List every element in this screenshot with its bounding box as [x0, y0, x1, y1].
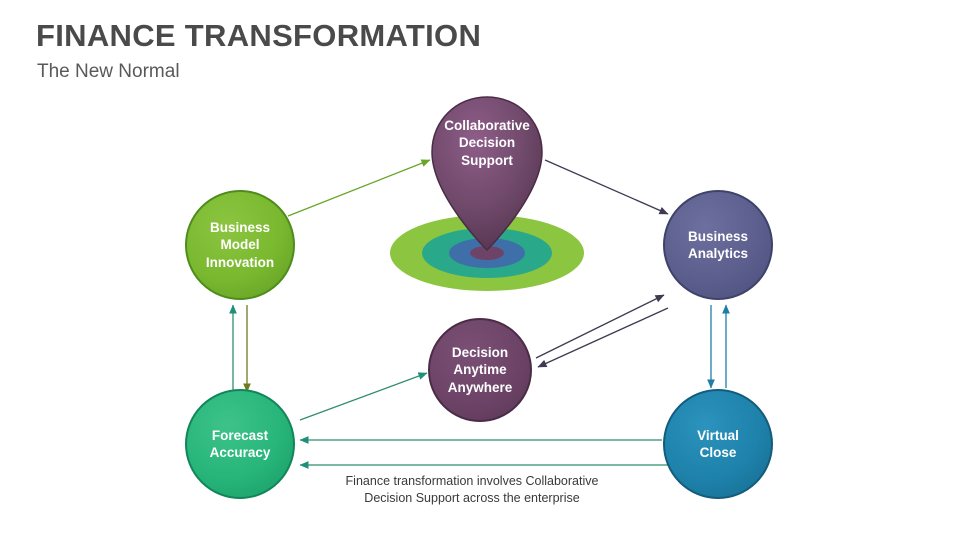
daa-line3: Anywhere [447, 379, 513, 395]
bmi-line2: Model [220, 237, 260, 253]
bmi-line1: Business [209, 220, 271, 236]
node-business-analytics[interactable]: Business Analytics [663, 190, 773, 300]
virtual-close-label: Virtual Close [691, 427, 745, 462]
connectors [229, 159, 730, 469]
collaborative-line3: Support [461, 152, 513, 168]
caption-line1: Finance transformation involves Collabor… [345, 474, 599, 488]
node-forecast-accuracy[interactable]: Forecast Accuracy [185, 389, 295, 499]
business-model-innovation-label: Business Model Innovation [200, 219, 280, 271]
bmi-line3: Innovation [205, 254, 275, 270]
collaborative-line1: Collaborative [444, 118, 530, 133]
daa-line1: Decision [451, 345, 509, 361]
forecast-accuracy-label: Forecast Accuracy [204, 427, 277, 462]
node-decision-anytime-anywhere[interactable]: Decision Anytime Anywhere [428, 318, 532, 422]
node-virtual-close[interactable]: Virtual Close [663, 389, 773, 499]
page-title: FINANCE TRANSFORMATION [36, 18, 482, 53]
vc-line2: Close [699, 445, 737, 460]
business-analytics-label: Business Analytics [682, 228, 754, 263]
daa-line2: Anytime [453, 362, 507, 378]
ba-line1: Business [687, 228, 749, 244]
node-business-model-innovation[interactable]: Business Model Innovation [185, 190, 295, 300]
page-subtitle: The New Normal [37, 61, 180, 82]
node-collaborative-decision-support-label: Collaborative Decision Support [431, 117, 543, 169]
ba-line2: Analytics [687, 246, 749, 261]
target-graphic [390, 215, 584, 291]
fa-line2: Accuracy [209, 445, 271, 460]
collaborative-line2: Decision [458, 135, 516, 151]
map-pin-shape [431, 96, 543, 252]
fa-line1: Forecast [211, 427, 269, 443]
caption-line2: Decision Support across the enterprise [364, 490, 580, 505]
decision-anytime-anywhere-label: Decision Anytime Anywhere [442, 344, 519, 396]
diagram-caption: Finance transformation involves Collabor… [300, 473, 644, 507]
vc-line1: Virtual [697, 427, 739, 443]
